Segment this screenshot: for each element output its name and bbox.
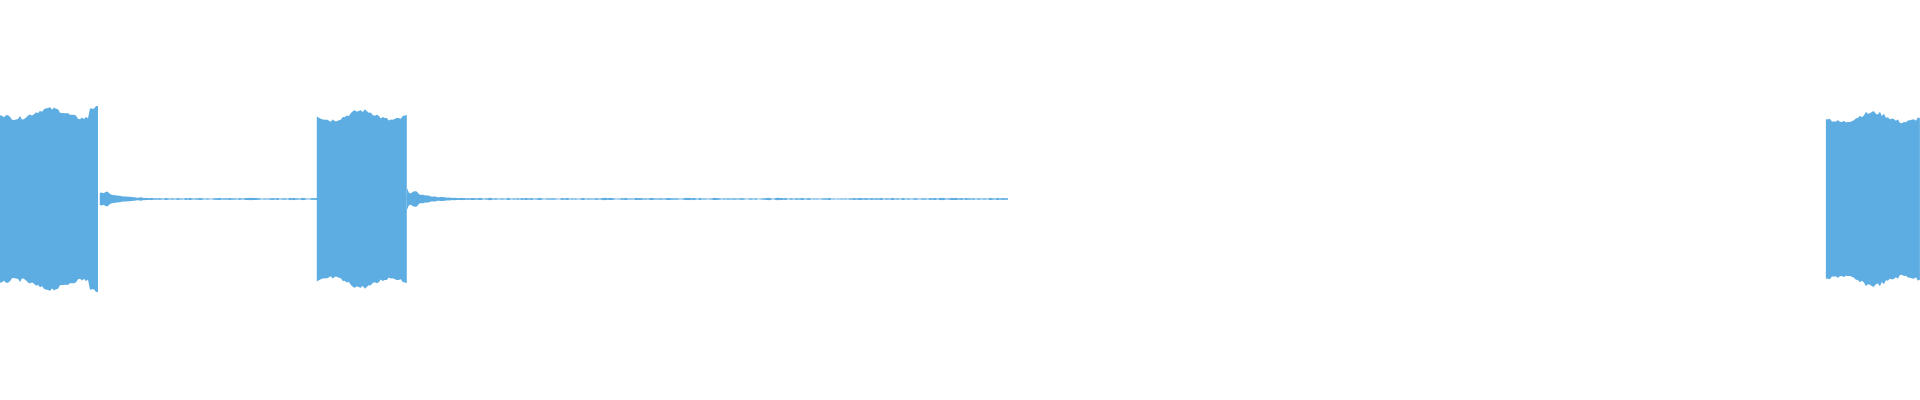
waveform-decay-tail	[407, 188, 463, 210]
waveform-track	[0, 106, 1920, 292]
waveform-burst	[0, 106, 98, 292]
waveform-burst	[316, 109, 407, 289]
waveform-burst	[1825, 111, 1920, 287]
waveform-decay-tail	[99, 191, 156, 207]
waveform-sustain	[99, 197, 1008, 201]
